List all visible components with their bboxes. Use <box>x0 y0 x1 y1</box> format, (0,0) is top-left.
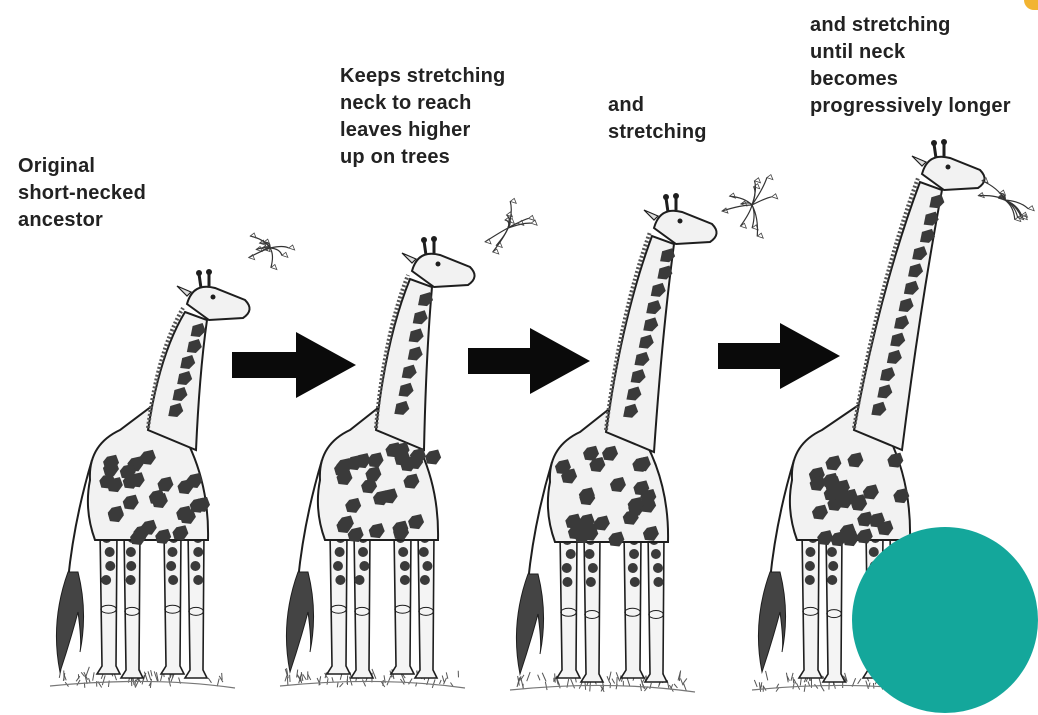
right-arrow-icon <box>232 332 356 398</box>
right-arrow-icon <box>718 323 840 389</box>
leaf-branch-icon <box>978 178 1034 222</box>
right-arrow-icon <box>468 328 590 394</box>
teal-circle-decoration <box>852 527 1038 713</box>
